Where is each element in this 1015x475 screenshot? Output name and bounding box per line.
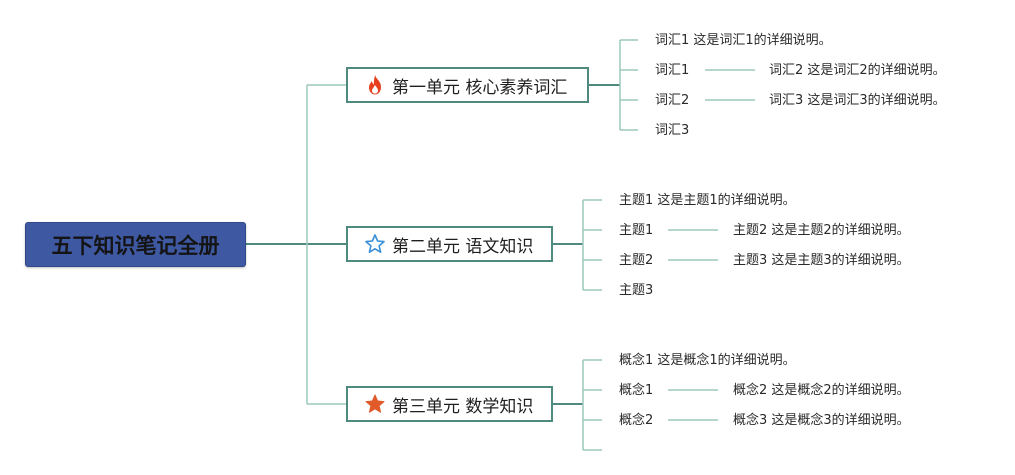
branch-node-unit-2[interactable]: 第二单元 语文知识 xyxy=(346,226,553,262)
sub-leaf-item[interactable]: 概念2 这是概念2的详细说明。 xyxy=(733,383,910,398)
sub-leaf-item[interactable]: 词汇2 这是词汇2的详细说明。 xyxy=(769,63,946,78)
leaf-item[interactable]: 主题3 xyxy=(619,283,654,298)
star-filled-icon xyxy=(364,393,386,415)
sub-leaf-item[interactable]: 主题3 这是主题3的详细说明。 xyxy=(733,253,910,268)
leaf-item[interactable]: 主题1 xyxy=(619,223,654,238)
sub-leaf-item[interactable]: 主题2 这是主题2的详细说明。 xyxy=(733,223,910,238)
leaf-item[interactable]: 词汇1 xyxy=(655,63,690,78)
fire-icon xyxy=(364,74,386,96)
leaf-item[interactable]: 概念2 xyxy=(619,413,654,428)
root-title: 五下知识笔记全册 xyxy=(51,233,220,258)
leaf-item[interactable]: 概念1 这是概念1的详细说明。 xyxy=(619,353,796,368)
leaf-item[interactable]: 词汇1 这是词汇1的详细说明。 xyxy=(655,33,832,48)
leaf-item[interactable]: 主题1 这是主题1的详细说明。 xyxy=(619,193,796,208)
sub-leaf-item[interactable]: 概念3 这是概念3的详细说明。 xyxy=(733,413,910,428)
branch-label: 第二单元 语文知识 xyxy=(392,236,534,257)
branch-node-unit-3[interactable]: 第三单元 数学知识 xyxy=(346,386,553,422)
root-node[interactable]: 五下知识笔记全册 xyxy=(25,222,246,267)
leaf-item[interactable]: 词汇2 xyxy=(655,93,690,108)
branch-node-unit-1[interactable]: 第一单元 核心素养词汇 xyxy=(346,67,589,103)
star-outline-icon xyxy=(364,233,386,255)
leaf-item[interactable]: 主题2 xyxy=(619,253,654,268)
branch-label: 第一单元 核心素养词汇 xyxy=(392,77,568,98)
branch-label: 第三单元 数学知识 xyxy=(392,396,534,417)
sub-leaf-item[interactable]: 词汇3 这是词汇3的详细说明。 xyxy=(769,93,946,108)
leaf-item[interactable]: 概念1 xyxy=(619,383,654,398)
leaf-item[interactable]: 词汇3 xyxy=(655,123,690,138)
